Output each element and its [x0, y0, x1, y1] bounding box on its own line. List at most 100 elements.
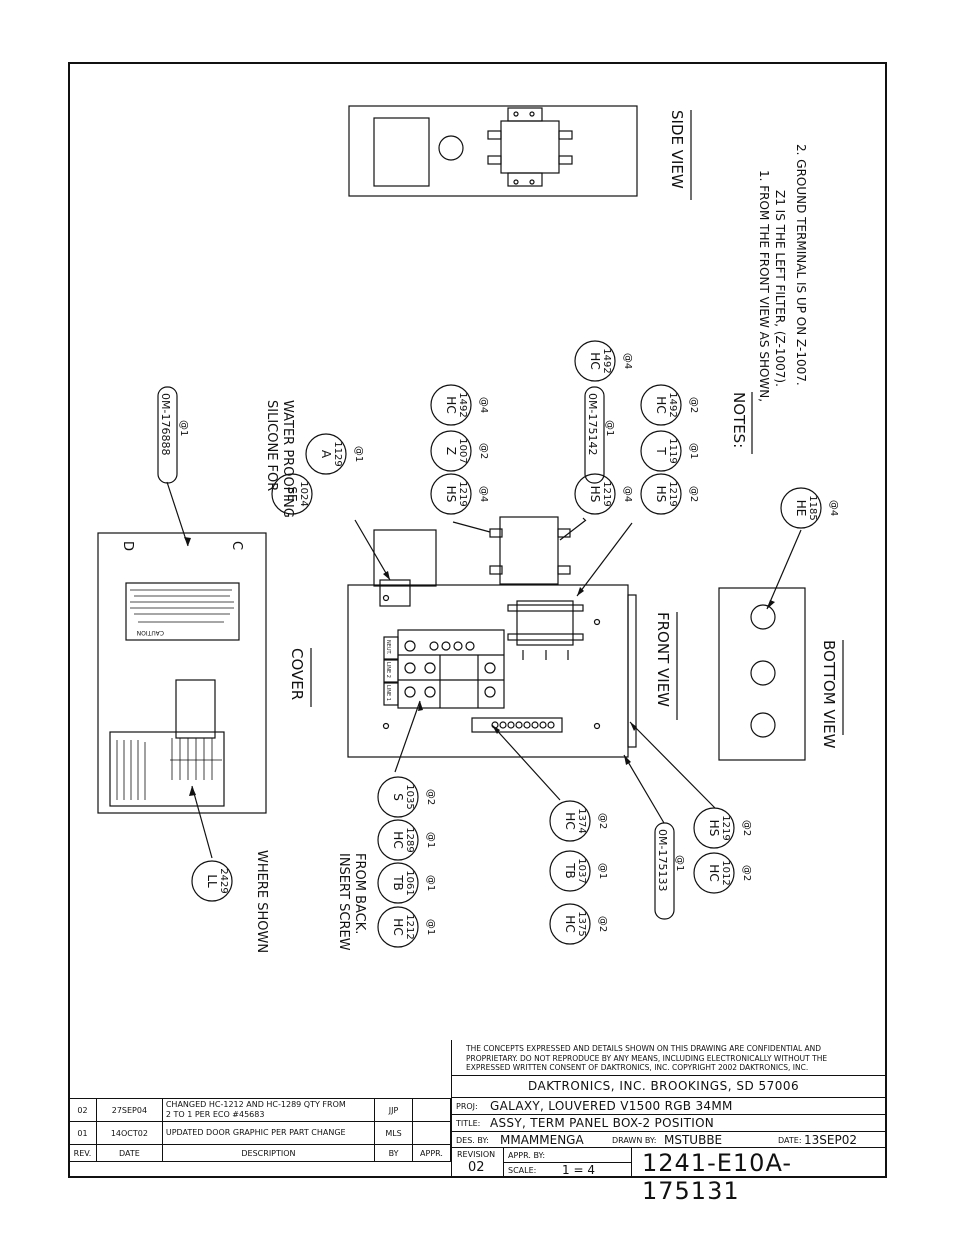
silicone-label-1: SILICONE FOR — [264, 400, 279, 491]
balloon-number: 1007 — [457, 438, 468, 463]
balloon-quantity: @2 — [597, 916, 608, 932]
silicone-label-2: WATER PROOFING — [280, 400, 295, 518]
drawing-number: 1241-E10A-175131 — [642, 1149, 792, 1205]
title-label: TITLE: — [456, 1119, 481, 1128]
balloon-circle — [377, 906, 419, 948]
balloon-quantity: @1 — [597, 863, 608, 879]
front-view-title: FRONT VIEW — [654, 612, 672, 707]
balloon-prefix: S — [391, 793, 405, 801]
om-175133-text: 0M-175133 — [656, 829, 669, 891]
drawing-title: ASSY, TERM PANEL BOX-2 POSITION — [490, 1116, 715, 1130]
drawing-border — [68, 62, 887, 1178]
insert-screw-label-1: INSERT SCREW — [336, 853, 351, 951]
cover-corner-d: D — [120, 541, 135, 551]
balloon-circle — [640, 384, 682, 426]
balloon-prefix: TB — [391, 874, 405, 891]
balloon-quantity: @2 — [741, 865, 752, 881]
header-date: DATE — [95, 1144, 163, 1162]
balloon-circle — [377, 819, 419, 861]
balloon-number: 1219 — [457, 481, 468, 506]
balloon-prefix: SE — [285, 486, 299, 501]
balloon-prefix: T — [654, 446, 668, 455]
appr-cell — [412, 1121, 451, 1145]
balloon-prefix: LL — [205, 874, 219, 888]
balloon-number: 1219 — [601, 481, 612, 506]
balloon-number: 1061 — [404, 870, 415, 895]
front-view-box: NEUT. LINE 2 LINE 1 — [347, 516, 716, 824]
desc-line-2: 2 TO 1 PER ECO #45683 — [165, 1110, 265, 1119]
revision-row: 01 14OCT02 UPDATED DOOR GRAPHIC PER PART… — [68, 1121, 451, 1145]
balloon-prefix: HC — [588, 352, 602, 369]
balloon-prefix: HC — [391, 918, 405, 935]
revision-header-row: REV. DATE DESCRIPTION BY APPR. — [68, 1144, 451, 1162]
wiring-label-text — [116, 738, 222, 800]
revision-label: REVISION — [457, 1150, 496, 1159]
balloon-prefix: HC — [654, 396, 668, 413]
balloon-prefix: HS — [444, 486, 458, 503]
balloon-number: 1219 — [720, 815, 731, 840]
balloon-prefix: HC — [563, 915, 577, 932]
company-name: DAKTRONICS, INC. BROOKINGS, SD 57006 — [528, 1079, 800, 1093]
proj-label: PROJ: — [456, 1102, 478, 1111]
cover-panel: D C CAUTION — [97, 481, 267, 859]
balloon-prefix: TB — [563, 862, 577, 879]
balloon-quantity: @2 — [688, 486, 699, 502]
balloon-number: 1037 — [576, 858, 587, 883]
note-1a: 1. FROM THE FRONT VIEW AS SHOWN, — [757, 170, 771, 402]
side-view-title: SIDE VIEW — [668, 110, 686, 189]
designer: MMAMMENGA — [500, 1133, 584, 1147]
drawing-date: 13SEP02 — [804, 1133, 857, 1147]
balloon-circle — [693, 852, 735, 894]
balloon-quantity: @1 — [425, 919, 436, 935]
balloon-prefix: HC — [391, 831, 405, 848]
balloon-quantity: @4 — [478, 486, 489, 502]
bottom-view — [718, 529, 806, 761]
by-cell: JJP — [374, 1098, 413, 1122]
balloon-circle — [574, 340, 616, 382]
balloon-number: 1012 — [720, 860, 731, 885]
balloon-circle — [191, 860, 233, 902]
date-label: DATE: — [778, 1136, 802, 1145]
balloon-quantity: @1 — [425, 832, 436, 848]
rev-cell: 01 — [68, 1121, 97, 1145]
desc-cell: CHANGED HC-1212 AND HC-1289 QTY FROM 2 T… — [161, 1098, 376, 1122]
balloon-circle — [549, 850, 591, 892]
balloon-number: 1119 — [667, 438, 678, 463]
scale-value: 1 = 4 — [562, 1163, 595, 1177]
notes-title: NOTES: — [730, 392, 748, 448]
desc-cell: UPDATED DOOR GRAPHIC PER PART CHANGE — [161, 1121, 376, 1145]
balloon-number: 1024 — [298, 481, 309, 506]
cover-corner-c: C — [229, 541, 244, 550]
balloon-number: 1492 — [601, 348, 612, 373]
balloon-prefix: HC — [707, 864, 721, 881]
balloon-number: 1035 — [404, 784, 415, 809]
part-om-176888: 0M-176888 @1 — [157, 386, 189, 484]
balloon-circle — [640, 430, 682, 472]
balloon-circle — [430, 430, 472, 472]
bottom-view-title: BOTTOM VIEW — [820, 640, 838, 749]
balloon-number: 1492 — [457, 392, 468, 417]
desc-line-1: CHANGED HC-1212 AND HC-1289 QTY FROM — [165, 1100, 346, 1109]
cover-title: COVER — [288, 648, 306, 700]
date-cell: 27SEP04 — [95, 1098, 163, 1122]
header-rev: REV. — [68, 1144, 97, 1162]
balloon-number: 2429 — [218, 868, 229, 893]
balloon-quantity: @1 — [353, 446, 364, 462]
balloon-quantity: @2 — [688, 397, 699, 413]
appr-cell — [412, 1098, 451, 1122]
note-1b: Z1 IS THE LEFT FILTER, (Z-1007). — [773, 190, 787, 387]
